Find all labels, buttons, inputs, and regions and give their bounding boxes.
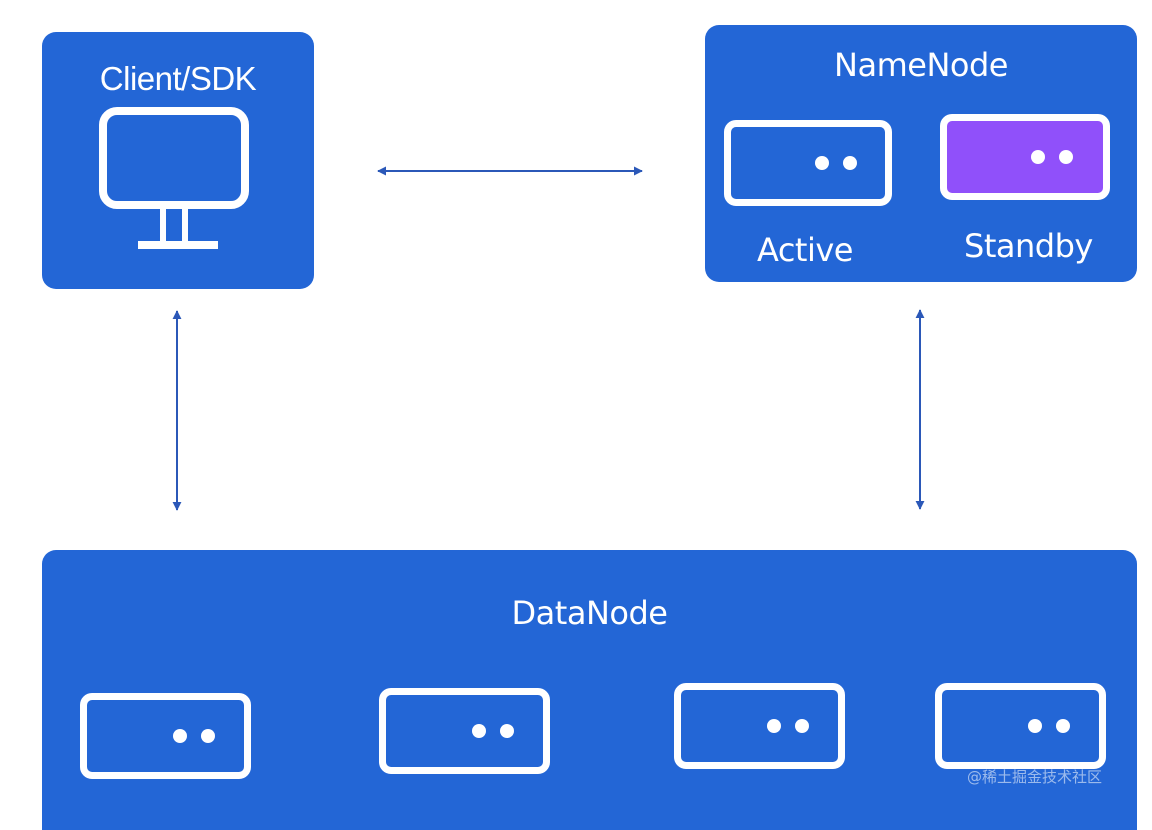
server-indicator-dot (767, 719, 781, 733)
watermark: @稀土掘金技术社区 (967, 768, 1103, 786)
namenode-panel: NameNode Active Standby (705, 25, 1137, 282)
server-indicator-dot (1028, 719, 1042, 733)
active-label: Active (757, 231, 853, 269)
server-indicator-dot (1056, 719, 1070, 733)
server-indicator-dot (795, 719, 809, 733)
active-namenode-server (724, 120, 892, 206)
server-indicator-dot (500, 724, 514, 738)
connection-arrows (172, 166, 925, 511)
server-indicator-dot (843, 156, 857, 170)
namenode-title: NameNode (834, 46, 1008, 84)
client-sdk-panel: Client/SDK (42, 32, 314, 289)
datanode-server (379, 688, 550, 774)
standby-label: Standby (964, 227, 1093, 265)
datanode-server (80, 693, 251, 779)
server-indicator-dot (815, 156, 829, 170)
server-indicator-dot (1059, 150, 1073, 164)
client-sdk-title: Client/SDK (99, 60, 257, 97)
datanode-panel: DataNode (42, 550, 1137, 830)
datanode-title: DataNode (511, 594, 668, 632)
server-indicator-dot (201, 729, 215, 743)
monitor-icon (99, 107, 249, 249)
server-indicator-dot (472, 724, 486, 738)
datanode-server (674, 683, 845, 769)
server-indicator-dot (1031, 150, 1045, 164)
standby-namenode-server (940, 114, 1110, 200)
server-indicator-dot (173, 729, 187, 743)
datanode-server (935, 683, 1106, 769)
